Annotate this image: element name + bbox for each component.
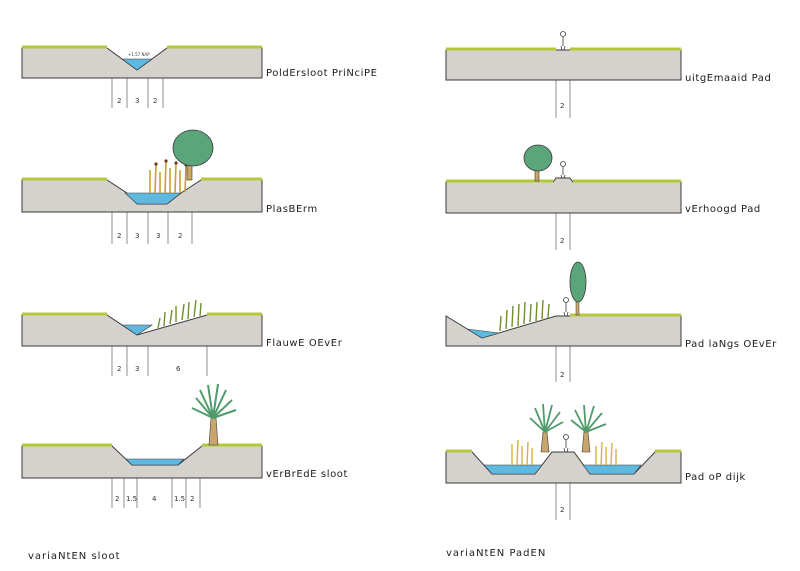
dimension-lines — [555, 213, 571, 250]
tall-tree-icon — [569, 261, 587, 316]
water — [483, 464, 543, 475]
dim-label: 3 — [135, 97, 139, 105]
section-flauwe-oever: 2 3 6 FlauwE OEvEr — [21, 299, 343, 376]
water-level-annotation: +1.57 NAP — [128, 52, 150, 57]
willow-tree-icon — [529, 403, 564, 453]
dim-label: 3 — [135, 365, 139, 373]
dim-label: 6 — [176, 365, 181, 373]
water — [124, 192, 182, 205]
water — [121, 58, 153, 71]
dim-label: 2 — [153, 97, 157, 105]
tree-icon — [523, 144, 553, 182]
dimension-lines — [111, 346, 208, 376]
section-plasberm: 2 3 3 2 PlasBErm — [21, 129, 318, 244]
willow-tree-icon — [570, 404, 607, 453]
dim-label: 1.5 — [174, 495, 185, 503]
group-title-paden: variaNtEN PadEN — [446, 548, 546, 559]
person-icon — [563, 434, 569, 453]
section-pad-langs-oever: 2 Pad laNgs OEvEr — [445, 261, 777, 382]
dim-label: 2 — [117, 97, 121, 105]
dimension-lines — [555, 80, 571, 118]
bank-vegetation — [499, 299, 550, 332]
dim-label: 2 — [560, 506, 564, 514]
reed-vegetation — [149, 161, 187, 194]
dimension-lines — [111, 78, 164, 108]
dim-label: 2 — [560, 371, 564, 379]
dim-label: 2 — [560, 237, 564, 245]
section-verbrede-sloot: 2 1.5 4 1.5 2 vErBrEdE sloot — [21, 383, 348, 508]
ground-profile — [445, 177, 682, 214]
section-verhoogd-pad: 2 vErhoogd Pad — [445, 144, 761, 250]
bank-vegetation — [157, 299, 202, 329]
section-label: PoldErsloot PriNciPE — [266, 68, 378, 79]
section-pad-op-dijk: 2 Pad oP dijk — [445, 403, 746, 520]
dim-label: 4 — [152, 495, 157, 503]
dim-label: 1.5 — [126, 495, 137, 503]
willow-tree-icon — [191, 383, 237, 446]
dim-label: 3 — [156, 232, 160, 240]
ground-profile — [445, 451, 682, 484]
water — [582, 464, 642, 475]
person-icon — [560, 31, 566, 51]
section-label: FlauwE OEvEr — [266, 338, 343, 349]
section-uitgemaaid-pad: 2 uitgEmaaid Pad — [445, 31, 771, 118]
dim-label: 2 — [117, 232, 121, 240]
dim-label: 3 — [135, 232, 139, 240]
dimension-lines — [555, 483, 571, 520]
dim-label: 2 — [115, 495, 119, 503]
section-label: vErhoogd Pad — [685, 204, 761, 215]
section-label: vErBrEdE sloot — [266, 469, 348, 480]
person-icon — [563, 297, 569, 317]
dim-label: 2 — [190, 495, 194, 503]
section-label: uitgEmaaid Pad — [685, 73, 771, 84]
water — [121, 324, 153, 336]
section-poldersloot-principe: +1.57 NAP 2 3 2 PoldErsloot PriNciPE — [21, 45, 378, 108]
reed-vegetation — [511, 439, 617, 466]
dimension-lines — [555, 346, 571, 382]
dimension-lines — [111, 212, 193, 244]
water — [466, 328, 500, 339]
dimension-lines — [111, 478, 201, 508]
dim-label: 2 — [117, 365, 121, 373]
water — [125, 458, 185, 466]
group-title-sloot: variaNtEN sloot — [28, 551, 121, 562]
dim-label: 2 — [178, 232, 182, 240]
section-label: PlasBErm — [266, 204, 318, 215]
tree-icon — [172, 129, 214, 181]
section-label: Pad laNgs OEvEr — [685, 339, 777, 350]
ground-profile — [445, 49, 682, 81]
section-label: Pad oP dijk — [685, 472, 746, 483]
dim-label: 2 — [560, 102, 564, 110]
person-icon — [560, 161, 566, 179]
